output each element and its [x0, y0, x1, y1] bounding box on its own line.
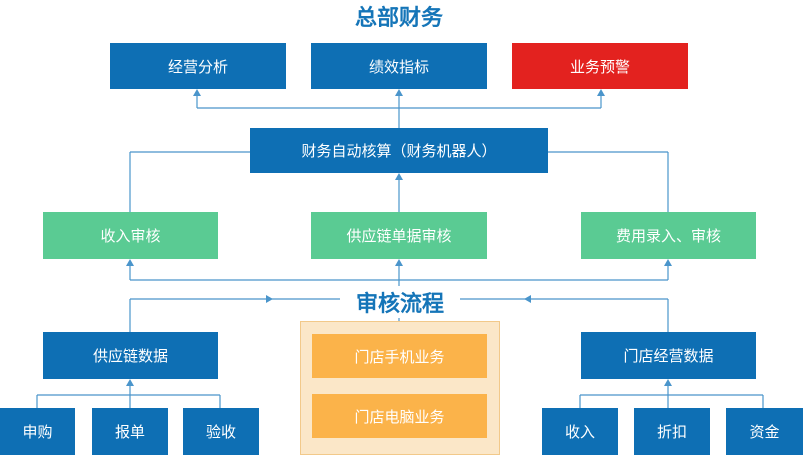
source-funds: 资金 — [726, 408, 803, 455]
source-purchase-request: 申购 — [0, 408, 75, 455]
source-revenue: 收入 — [542, 408, 618, 455]
store-mobile-business: 门店手机业务 — [312, 334, 487, 378]
store-operations-data: 门店经营数据 — [581, 332, 756, 379]
module-performance-indicators: 绩效指标 — [311, 43, 487, 89]
source-acceptance: 验收 — [183, 408, 259, 455]
headquarters-title: 总部财务 — [354, 6, 443, 31]
source-discount: 折扣 — [634, 408, 710, 455]
source-order-report: 报单 — [92, 408, 168, 455]
module-business-alert: 业务预警 — [512, 43, 688, 89]
financial-robot-engine: 财务自动核算（财务机器人） — [250, 128, 548, 173]
supply-chain-data: 供应链数据 — [43, 332, 218, 379]
review-revenue: 收入审核 — [43, 212, 218, 259]
module-operations-analysis: 经营分析 — [110, 43, 286, 89]
store-computer-business: 门店电脑业务 — [312, 394, 487, 438]
audit-process-title: 审核流程 — [340, 286, 460, 318]
review-expenses: 费用录入、审核 — [581, 212, 756, 259]
review-supply-chain-documents: 供应链单据审核 — [311, 212, 487, 259]
